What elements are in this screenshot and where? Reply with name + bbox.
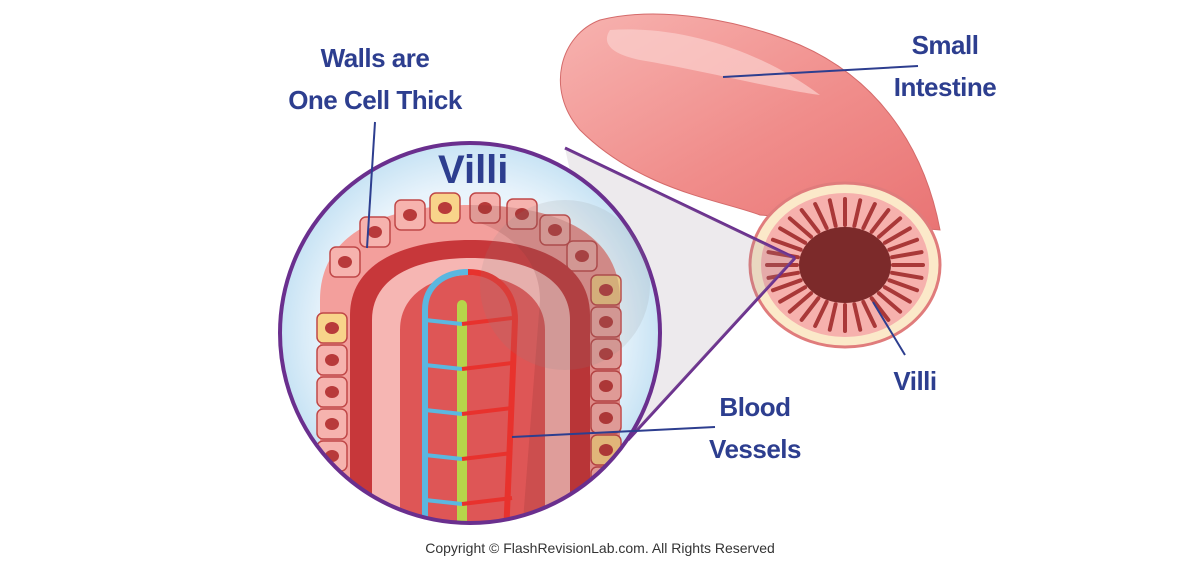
villi-title: Villi xyxy=(438,148,509,192)
artery xyxy=(467,269,519,523)
vein xyxy=(422,269,469,523)
small-intestine xyxy=(559,13,942,349)
copyright: Copyright © FlashRevisionLab.com. All Ri… xyxy=(425,540,775,556)
blood-vessels-label: Blood Vessels xyxy=(709,392,801,464)
villi-ring xyxy=(765,197,925,333)
capillaries xyxy=(424,316,513,506)
villi-label: Villi xyxy=(893,366,937,396)
magnified-villus xyxy=(278,141,662,525)
small-intestine-label: Small Intestine xyxy=(893,30,997,102)
walls-label: Walls are One Cell Thick xyxy=(288,43,462,115)
magnifier-ring xyxy=(278,141,662,525)
intestine-lumen xyxy=(799,227,891,303)
